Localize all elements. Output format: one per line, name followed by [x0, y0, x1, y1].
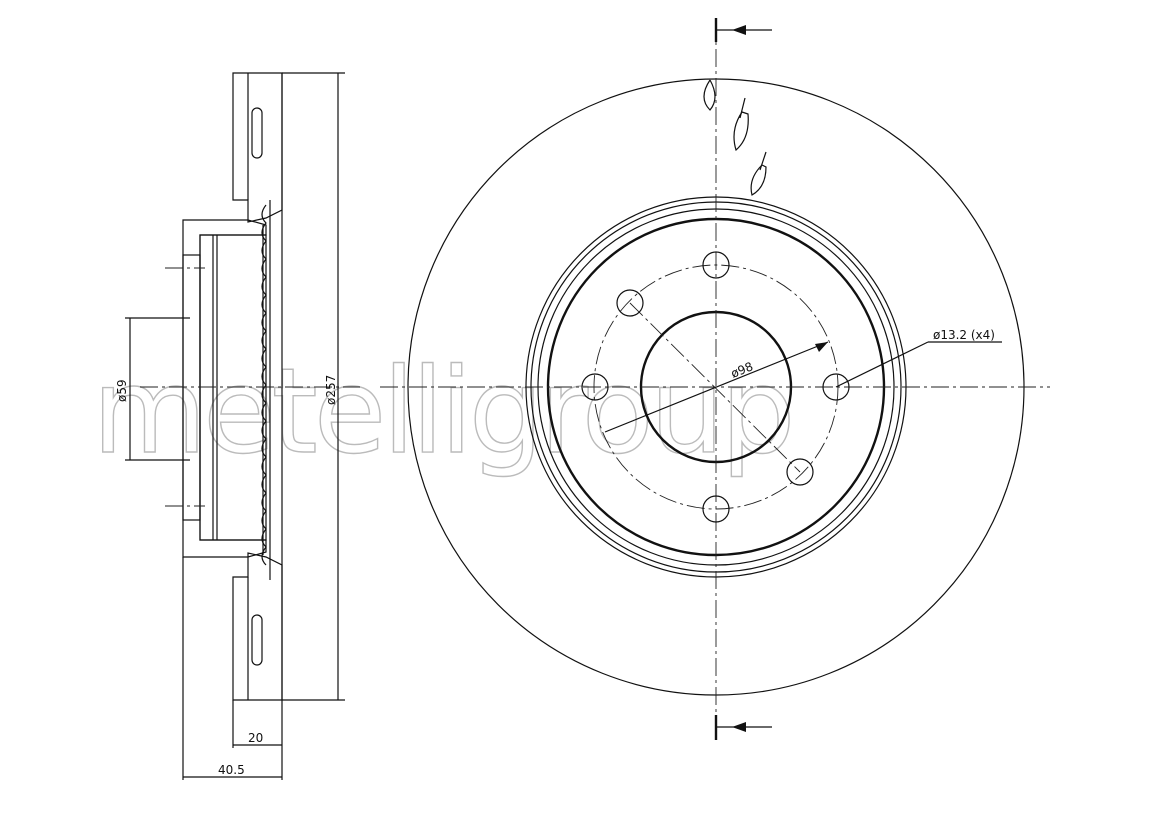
dim-hub-diameter: ø59: [115, 379, 129, 402]
front-view: [380, 18, 1050, 740]
dim-total-height: 40.5: [218, 763, 245, 777]
dim-outer-diameter: ø257: [324, 375, 338, 405]
dim-thickness: 20: [248, 731, 263, 745]
dim-bolt-holes: ø13.2 (x4): [933, 328, 995, 342]
section-view: [125, 72, 360, 780]
watermark-logo: metelligroup: [92, 342, 791, 480]
